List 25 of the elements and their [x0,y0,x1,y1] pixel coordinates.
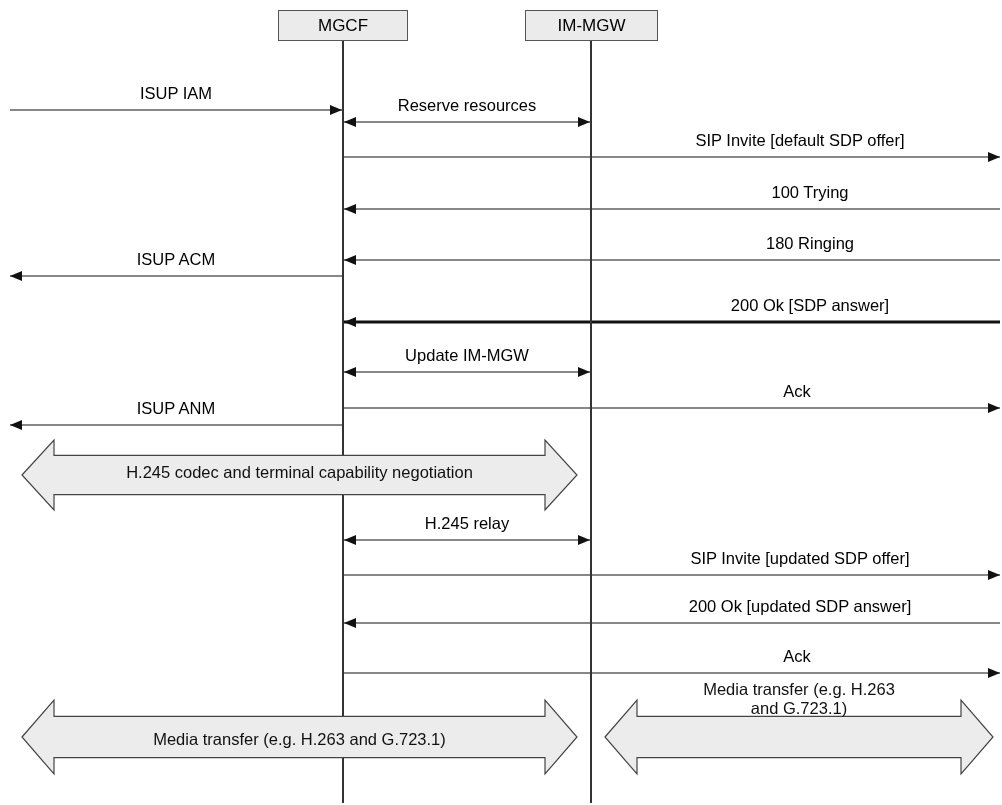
message-arrow [344,317,1000,327]
double-arrow-band [22,700,577,774]
message-arrow [343,668,1001,678]
band-label: Media transfer (e.g. H.263 and G.723.1) [702,680,896,719]
lifeline [590,41,592,803]
message-arrow [343,570,1001,580]
message-arrow [9,105,343,115]
entity-name: MGCF [317,15,368,36]
message-arrow [343,255,1001,265]
message-arrow [343,403,1001,413]
message-arrow [9,271,343,281]
message-arrow [343,367,591,377]
message-arrow [343,618,1001,628]
entity-box [278,10,408,41]
message-arrow [343,152,1001,162]
band-label: H.245 codec and terminal capability negotiation [126,463,473,483]
message-arrow [9,420,343,430]
entity-name: IM-MGW [557,15,626,36]
message-arrow [343,117,591,127]
band-label: Media transfer (e.g. H.263 and G.723.1) [153,730,446,750]
message-arrow [343,535,591,545]
lifeline [342,41,344,803]
message-arrow [343,204,1001,214]
double-arrow-band [22,440,577,510]
entity-box [525,10,658,41]
